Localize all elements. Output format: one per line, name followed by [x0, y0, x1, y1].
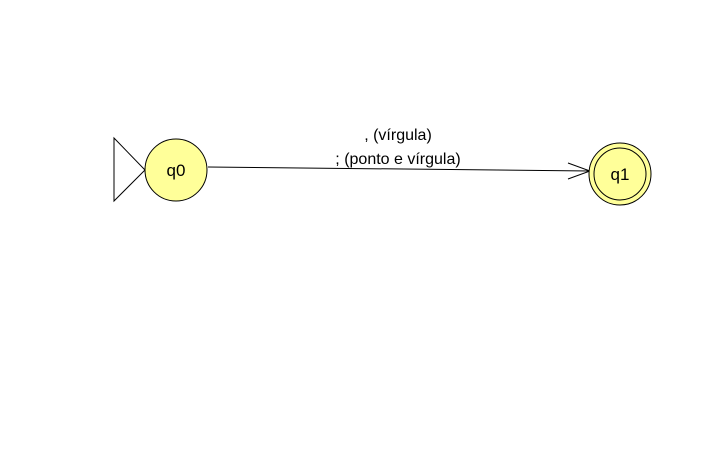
transition-line: [207, 166, 591, 172]
transition-label-1: ; (ponto e vírgula): [335, 151, 460, 168]
state-q0[interactable]: q0: [144, 138, 208, 202]
transition-label-0: , (vírgula): [364, 127, 432, 144]
state-q1[interactable]: q1: [588, 142, 652, 206]
transition-q0-q1[interactable]: , (vírgula) ; (ponto e vírgula): [207, 127, 592, 180]
initial-state-marker: [113, 136, 146, 203]
state-q0-circle: [144, 138, 208, 202]
state-q0-label: q0: [167, 161, 186, 180]
state-q1-inner-circle: [593, 147, 647, 201]
state-q1-label: q1: [611, 165, 630, 184]
